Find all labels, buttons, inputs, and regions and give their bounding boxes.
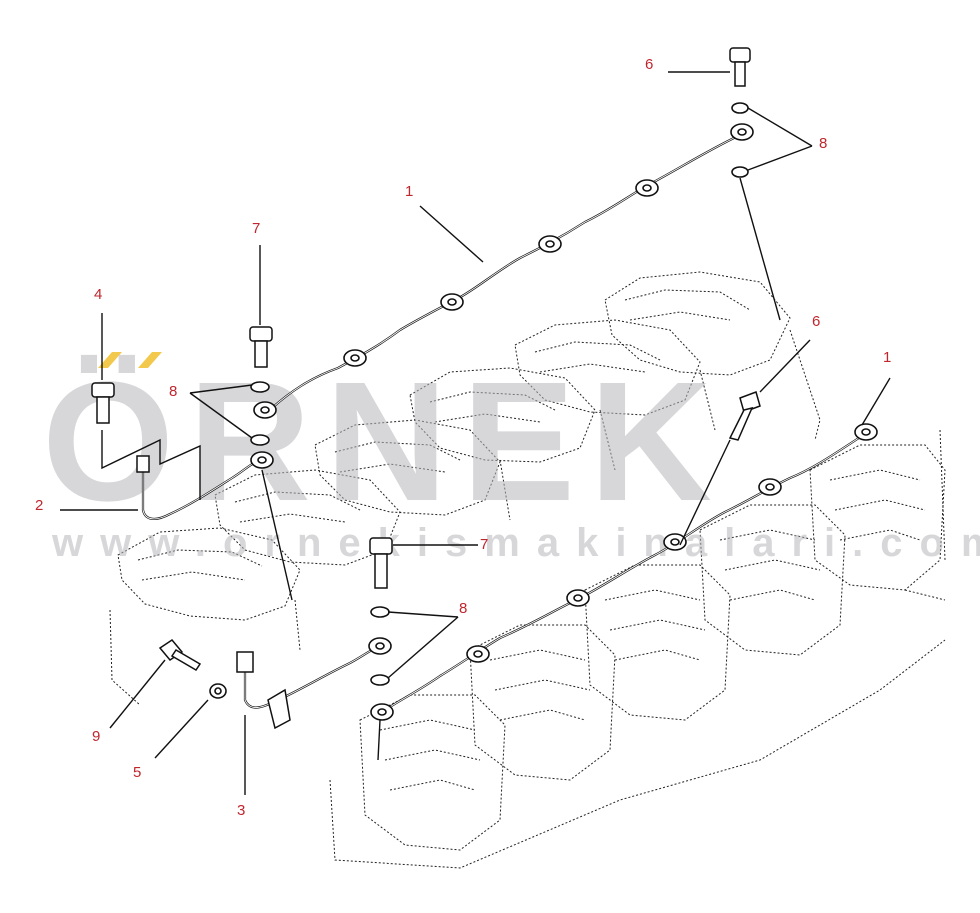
callout-7-bolt-upper: 7: [252, 220, 260, 237]
callout-6-bolt-top: 6: [645, 56, 653, 73]
watermark: ÖRNEK www.ornekismakinalari.com.tr: [42, 347, 980, 565]
banjo-bolt-7-lower: [369, 537, 393, 686]
callout-8-washers-lower: 8: [459, 600, 467, 617]
callout-8-washers-upper: 8: [169, 383, 177, 400]
callout-7-bolt-lower: 7: [480, 536, 488, 553]
callout-labels: 1 1 2 3 4 5 6 6 7 7 8 8 8 9: [35, 56, 891, 819]
banjo-bolts-and-washers: [91, 47, 761, 699]
leader-lines: [60, 71, 891, 795]
watermark-accent-right: [138, 352, 162, 368]
banjo-bolt-6-lower: [728, 391, 761, 441]
callout-1-lower-pipe: 1: [883, 349, 891, 366]
banjo-bolt-4: [91, 382, 115, 424]
watermark-brand: ÖRNEK: [42, 347, 726, 537]
callout-6-bolt-lower: 6: [812, 313, 820, 330]
bolt-9: [158, 639, 202, 672]
callout-3-supply-pipe: 3: [237, 802, 245, 819]
nut-5: [209, 683, 227, 699]
callout-9-bolt: 9: [92, 728, 100, 745]
callout-4-bolt: 4: [94, 286, 102, 303]
upper-fuel-pipe: [253, 123, 754, 419]
lower-fuel-pipe: [370, 423, 878, 721]
lower-bank-heads: [329, 429, 946, 869]
callout-2-supply-pipe: 2: [35, 497, 43, 514]
supply-pipe-2: [101, 430, 274, 520]
watermark-accent-left: [98, 352, 122, 368]
engine-cylinder-heads: [109, 271, 946, 869]
callout-5-nut: 5: [133, 764, 141, 781]
banjo-bolt-6-top: [729, 47, 751, 178]
watermark-site: www.ornekismakinalari.com.tr: [51, 521, 980, 565]
callout-8-washers-top: 8: [819, 135, 827, 152]
supply-pipe-3: [236, 637, 392, 730]
callout-1-upper-pipe: 1: [405, 183, 413, 200]
banjo-bolt-7-upper: [249, 326, 273, 446]
